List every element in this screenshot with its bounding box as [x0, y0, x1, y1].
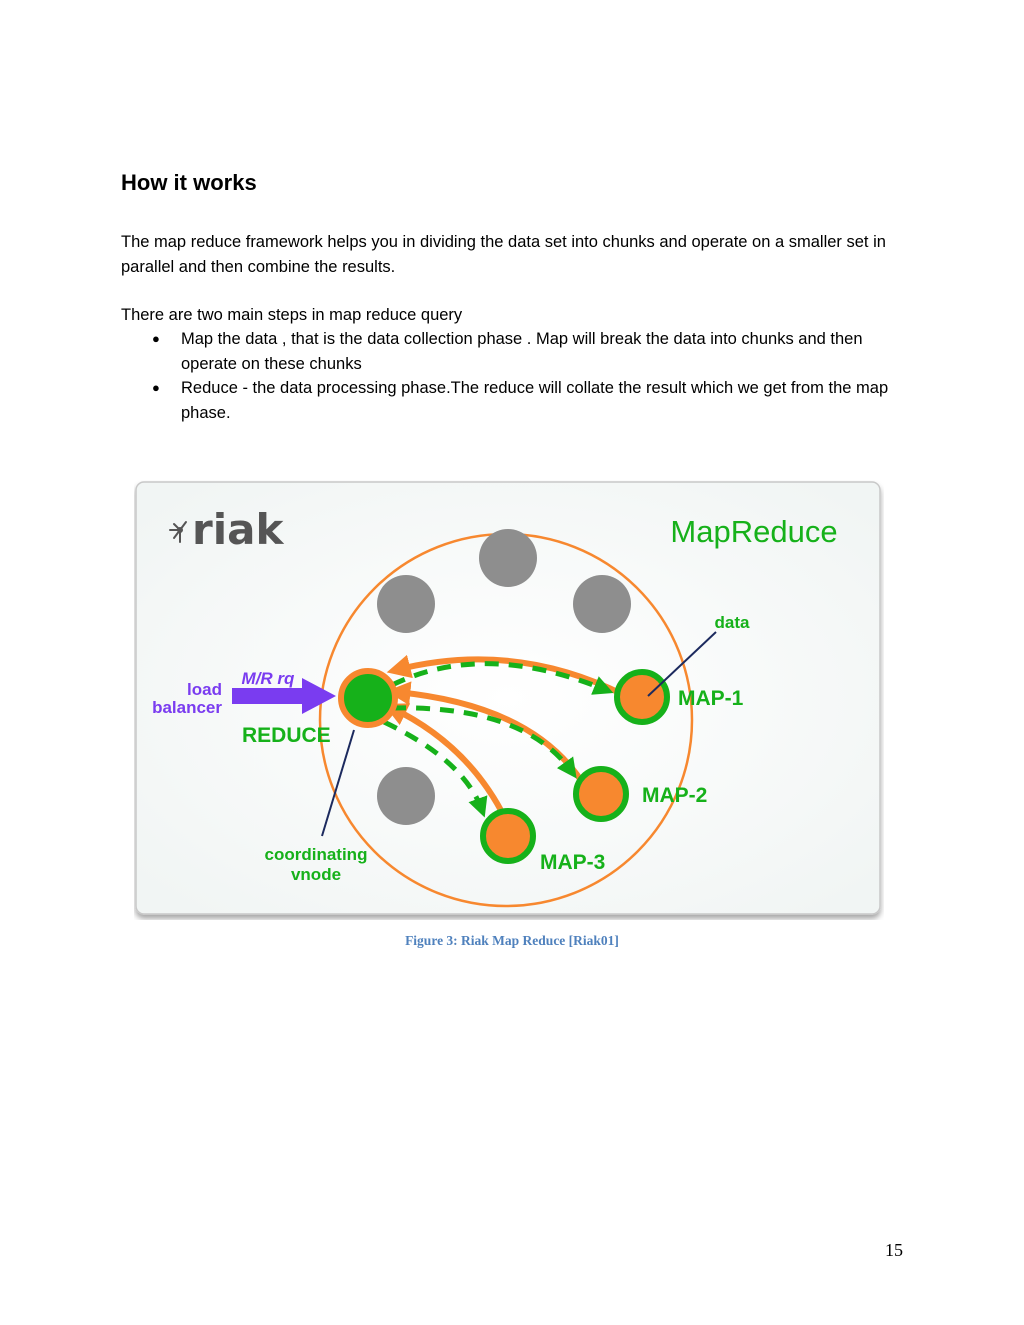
map3-node: [480, 808, 536, 864]
idle-vnode: [377, 767, 435, 825]
map3-label: MAP-3: [540, 851, 605, 874]
map1-request-arrow: [390, 661, 614, 695]
reduce-node: [338, 668, 398, 728]
data-pointer-line: [647, 631, 717, 697]
bullet-icon: ●: [152, 380, 160, 395]
bullet-icon: ●: [152, 331, 160, 346]
list-item-text: Reduce - the data processing phase.The r…: [181, 379, 889, 422]
figure-caption: Figure 3: Riak Map Reduce [Riak01]: [405, 933, 619, 948]
diagram-title: MapReduce: [670, 514, 837, 549]
intro-paragraph: The map reduce framework helps you in di…: [121, 233, 886, 276]
map2-request-arrow: [391, 705, 577, 779]
section-heading: How it works: [121, 170, 257, 195]
list-item: ● Map the data , that is the data collec…: [121, 327, 911, 376]
mapreduce-diagram: riak MapReduce data MAP-: [135, 481, 881, 915]
steps-paragraph: There are two main steps in map reduce q…: [121, 306, 463, 324]
data-label: data: [715, 613, 751, 632]
request-label: M/R rq: [242, 669, 296, 688]
balancer-label: balancer: [152, 698, 222, 717]
idle-vnode: [479, 529, 537, 587]
steps-list: ● Map the data , that is the data collec…: [121, 327, 911, 425]
map1-node: [614, 669, 670, 725]
riak-logo-text: riak: [192, 505, 284, 554]
list-item-text: Map the data , that is the data collecti…: [181, 330, 863, 373]
map2-node: [573, 766, 629, 822]
coordinating-label: coordinating: [265, 845, 368, 864]
riak-star-icon: [169, 521, 187, 543]
map3-request-arrow: [382, 719, 488, 818]
vnode-pointer-line: [321, 729, 355, 837]
load-balancer-arrow: [232, 678, 336, 714]
reduce-label: REDUCE: [242, 724, 331, 747]
map3-result-arrow: [383, 703, 509, 823]
riak-logo: riak: [169, 505, 284, 554]
mapreduce-figure: riak MapReduce data MAP-: [134, 480, 884, 920]
page-number: 15: [885, 1240, 903, 1260]
idle-vnode: [377, 575, 435, 633]
load-label: load: [187, 680, 222, 699]
figure-frame: [135, 481, 881, 915]
map1-label: MAP-1: [678, 687, 744, 710]
map2-label: MAP-2: [642, 784, 707, 807]
vnode-label: vnode: [291, 865, 341, 884]
idle-vnode: [573, 575, 631, 633]
list-item: ● Reduce - the data processing phase.The…: [121, 376, 911, 425]
